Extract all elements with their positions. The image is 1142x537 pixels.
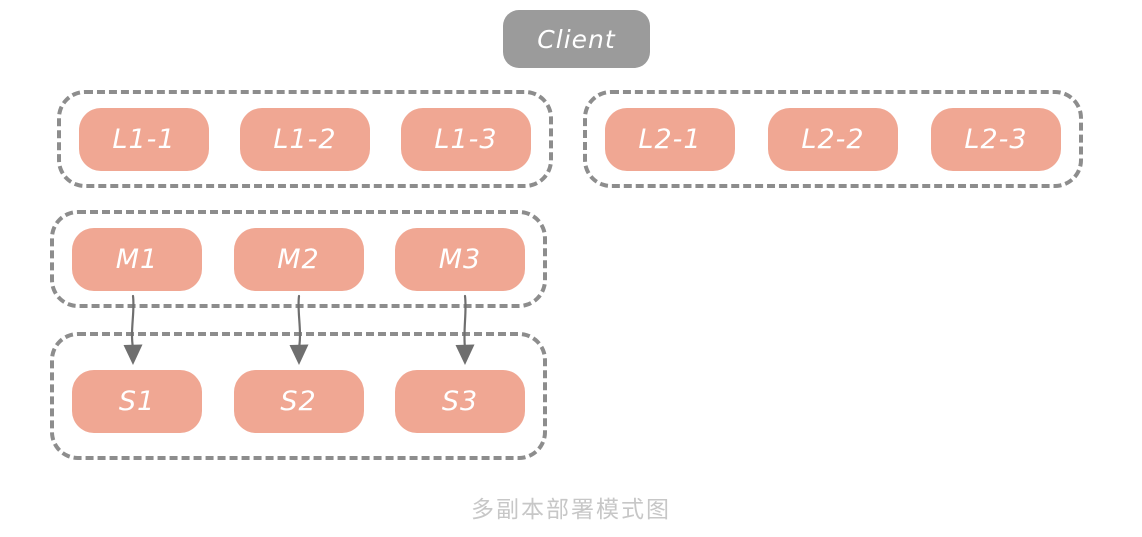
node-l1-3-label: L1-3 — [434, 123, 498, 155]
node-l1-3: L1-3 — [401, 107, 531, 171]
node-l1-1-label: L1-1 — [112, 123, 176, 155]
group-l1: L1-1 L1-2 L1-3 — [57, 90, 553, 188]
node-m1: M1 — [72, 227, 202, 291]
node-s1: S1 — [72, 370, 202, 433]
node-s3: S3 — [395, 370, 525, 433]
node-m3-label: M3 — [438, 243, 482, 275]
node-l2-3-label: L2-3 — [964, 123, 1028, 155]
group-l2: L2-1 L2-2 L2-3 — [583, 90, 1083, 188]
node-l1-2-label: L1-2 — [273, 123, 337, 155]
node-s1-label: S1 — [118, 386, 156, 417]
node-m3: M3 — [395, 227, 525, 291]
node-s3-label: S3 — [441, 386, 479, 417]
node-s2-label: S2 — [280, 386, 317, 417]
node-l1-1: L1-1 — [79, 107, 209, 171]
node-m2-label: M2 — [277, 243, 320, 275]
diagram-caption: 多副本部署模式图 — [471, 497, 671, 523]
group-s: S1 S2 S3 — [50, 332, 547, 460]
node-m1-label: M1 — [115, 243, 159, 275]
node-s2: S2 — [233, 370, 364, 433]
node-l2-3: L2-3 — [931, 107, 1061, 171]
node-m2: M2 — [233, 227, 364, 291]
node-l1-2: L1-2 — [240, 107, 370, 171]
node-l2-2: L2-2 — [768, 107, 898, 171]
group-m: M1 M2 M3 — [50, 210, 547, 308]
client-label: Client — [537, 24, 616, 54]
client-node: Client — [503, 10, 650, 68]
node-l2-2-label: L2-2 — [801, 123, 865, 155]
node-l2-1-label: L2-1 — [638, 123, 702, 155]
node-l2-1: L2-1 — [605, 107, 735, 171]
